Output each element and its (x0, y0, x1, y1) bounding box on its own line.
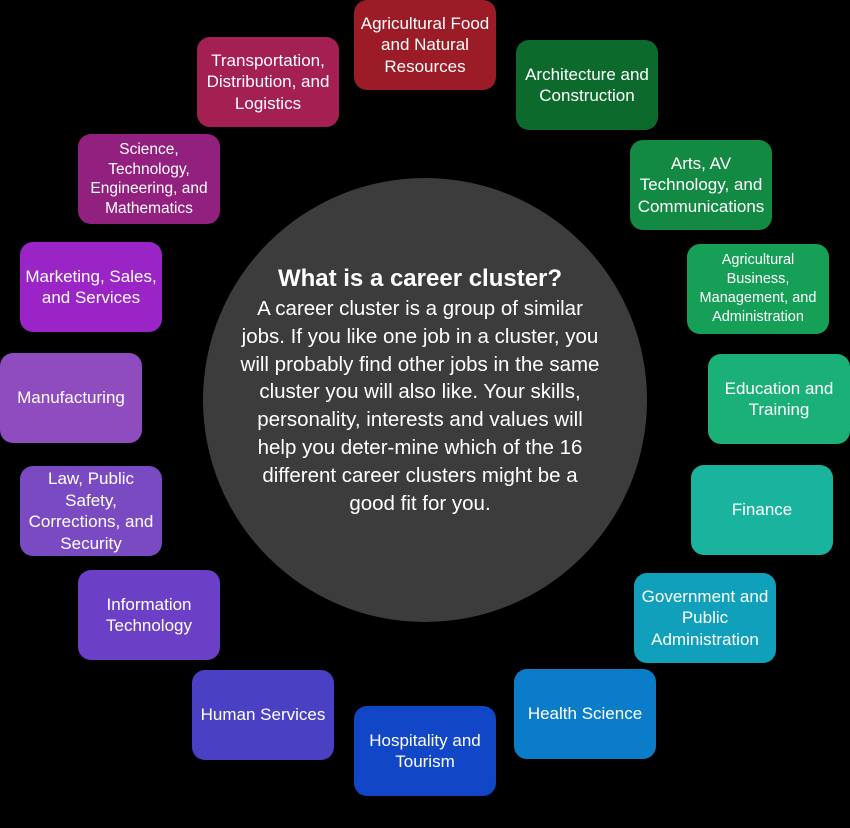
cluster-transportation: Transportation, Distribution, and Logist… (197, 37, 339, 127)
cluster-law-public-safety: Law, Public Safety, Corrections, and Sec… (20, 466, 162, 556)
cluster-stem: Science, Technology, Engineering, and Ma… (78, 134, 220, 224)
cluster-government: Government and Public Administration (634, 573, 776, 663)
cluster-agricultural-business: Agricultural Business, Management, and A… (687, 244, 829, 334)
cluster-information-technology: Information Technology (78, 570, 220, 660)
cluster-arts-av: Arts, AV Technology, and Communications (630, 140, 772, 230)
cluster-marketing: Marketing, Sales, and Services (20, 242, 162, 332)
center-circle (203, 178, 647, 622)
cluster-architecture: Architecture and Construction (516, 40, 658, 130)
center-description: A career cluster is a group of similar j… (240, 297, 600, 515)
cluster-human-services: Human Services (192, 670, 334, 760)
cluster-manufacturing: Manufacturing (0, 353, 142, 443)
cluster-health-science: Health Science (514, 669, 656, 759)
cluster-finance: Finance (691, 465, 833, 555)
cluster-education: Education and Training (708, 354, 850, 444)
cluster-hospitality: Hospitality and Tourism (354, 706, 496, 796)
cluster-agricultural-food: Agricultural Food and Natural Resources (354, 0, 496, 90)
center-title: What is a career cluster? (277, 265, 563, 292)
